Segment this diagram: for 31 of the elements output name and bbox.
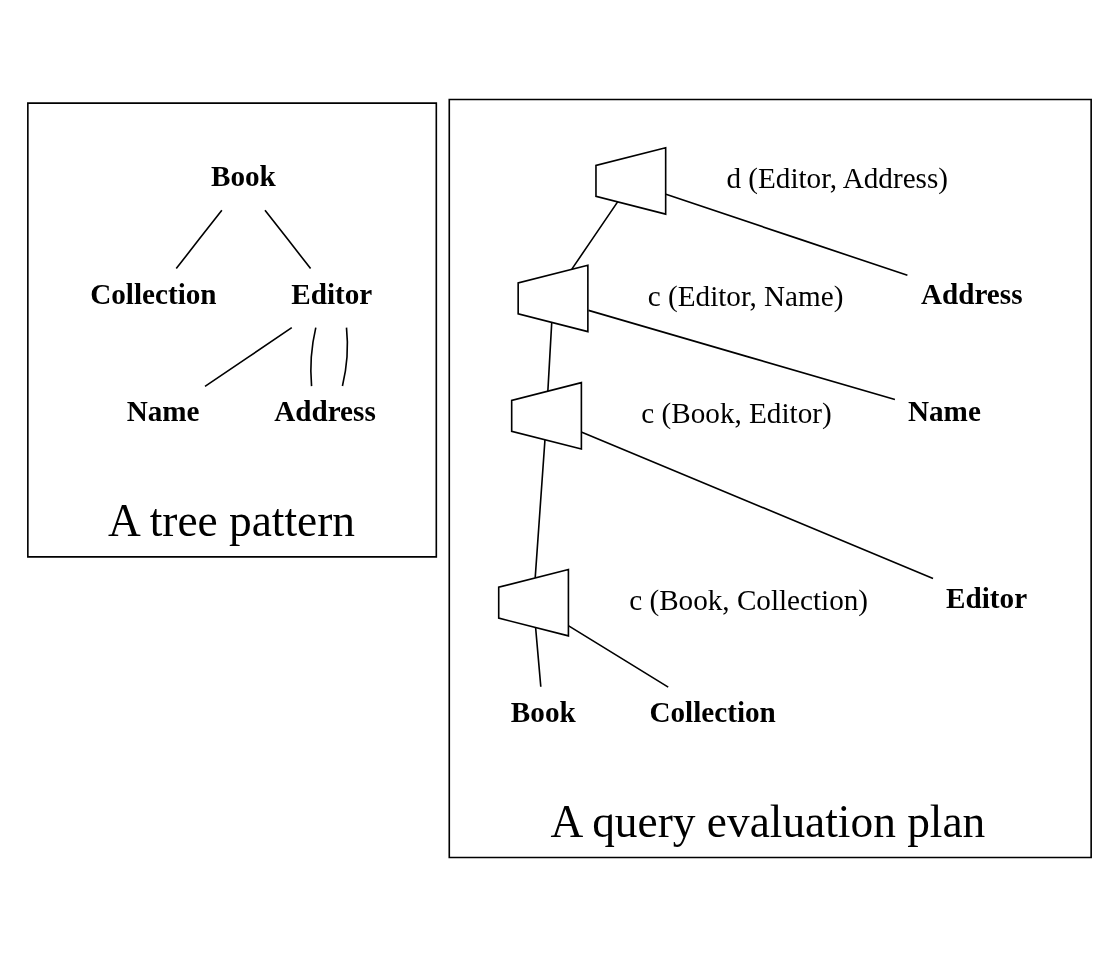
node-bowtie (510, 381, 583, 450)
node-text: Address (920, 277, 1023, 310)
node-text: Name (126, 394, 200, 427)
node-label: c (Book, Collection) (629, 583, 869, 616)
node-label: c (Book, Editor) (641, 396, 832, 429)
connector (567, 624, 669, 688)
node-text: Editor (291, 277, 373, 310)
node-text: Collection (90, 277, 217, 310)
connector (587, 309, 896, 400)
node-text: Book (211, 159, 276, 192)
node-text: Collection (649, 695, 776, 728)
node-text: Name (907, 394, 981, 427)
connector (547, 321, 553, 392)
connector (665, 193, 909, 276)
connector (204, 326, 293, 387)
node-text: Address (274, 394, 376, 427)
connector (175, 208, 223, 269)
connector (534, 626, 542, 688)
node-text: Editor (946, 581, 1028, 614)
node-bowtie (517, 263, 589, 333)
node-label: d (Editor, Address) (726, 161, 948, 194)
node-text: Book (510, 695, 576, 728)
connector (341, 326, 349, 387)
node-bowtie (595, 146, 667, 215)
connector (581, 430, 934, 579)
connector (310, 326, 317, 387)
connector (264, 208, 312, 269)
node-label: c (Editor, Name) (647, 279, 844, 312)
node-bowtie (497, 567, 570, 637)
connector (571, 200, 619, 270)
connector (534, 438, 546, 579)
